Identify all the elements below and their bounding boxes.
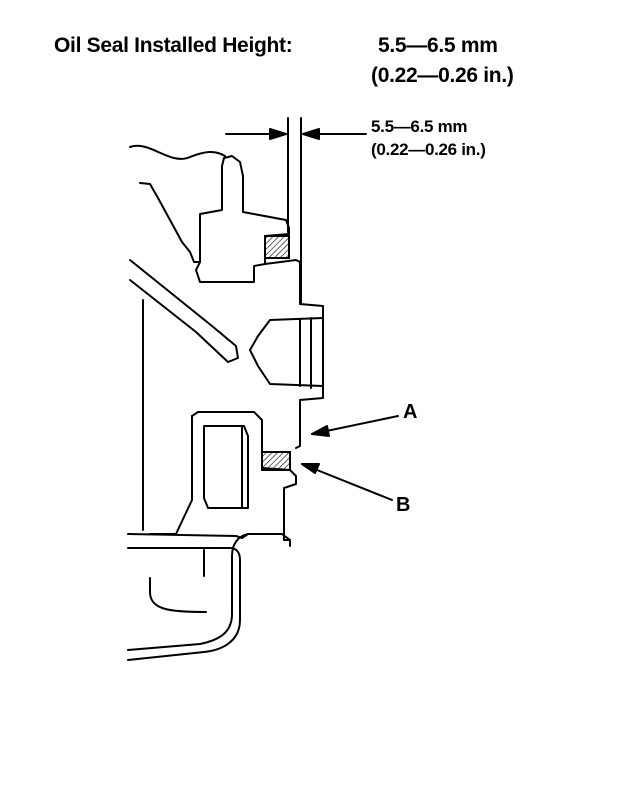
lower-seal-carrier <box>191 411 297 547</box>
callout-b-label: B <box>396 494 411 516</box>
spec-value-in: (0.22—0.26 in.) <box>371 64 514 87</box>
center-bore <box>249 317 324 387</box>
dimension-value-mm: 5.5—6.5 mm <box>371 117 468 136</box>
callout-a-label: A <box>403 401 418 423</box>
dimension-value-in: (0.22—0.26 in.) <box>371 140 486 159</box>
dimension-arrow-right <box>302 128 367 140</box>
housing-break-line <box>129 144 226 160</box>
oil-seal-lower <box>261 451 291 471</box>
oil-seal-upper <box>264 235 290 259</box>
housing-outline <box>139 182 201 263</box>
diagonal-rib <box>129 259 239 363</box>
spec-title: Oil Seal Installed Height: <box>54 34 293 57</box>
spec-value-mm: 5.5—6.5 mm <box>378 34 498 57</box>
dimension-arrow-left <box>225 128 287 140</box>
bottom-flange <box>127 533 291 541</box>
shaft-profile <box>264 259 324 449</box>
